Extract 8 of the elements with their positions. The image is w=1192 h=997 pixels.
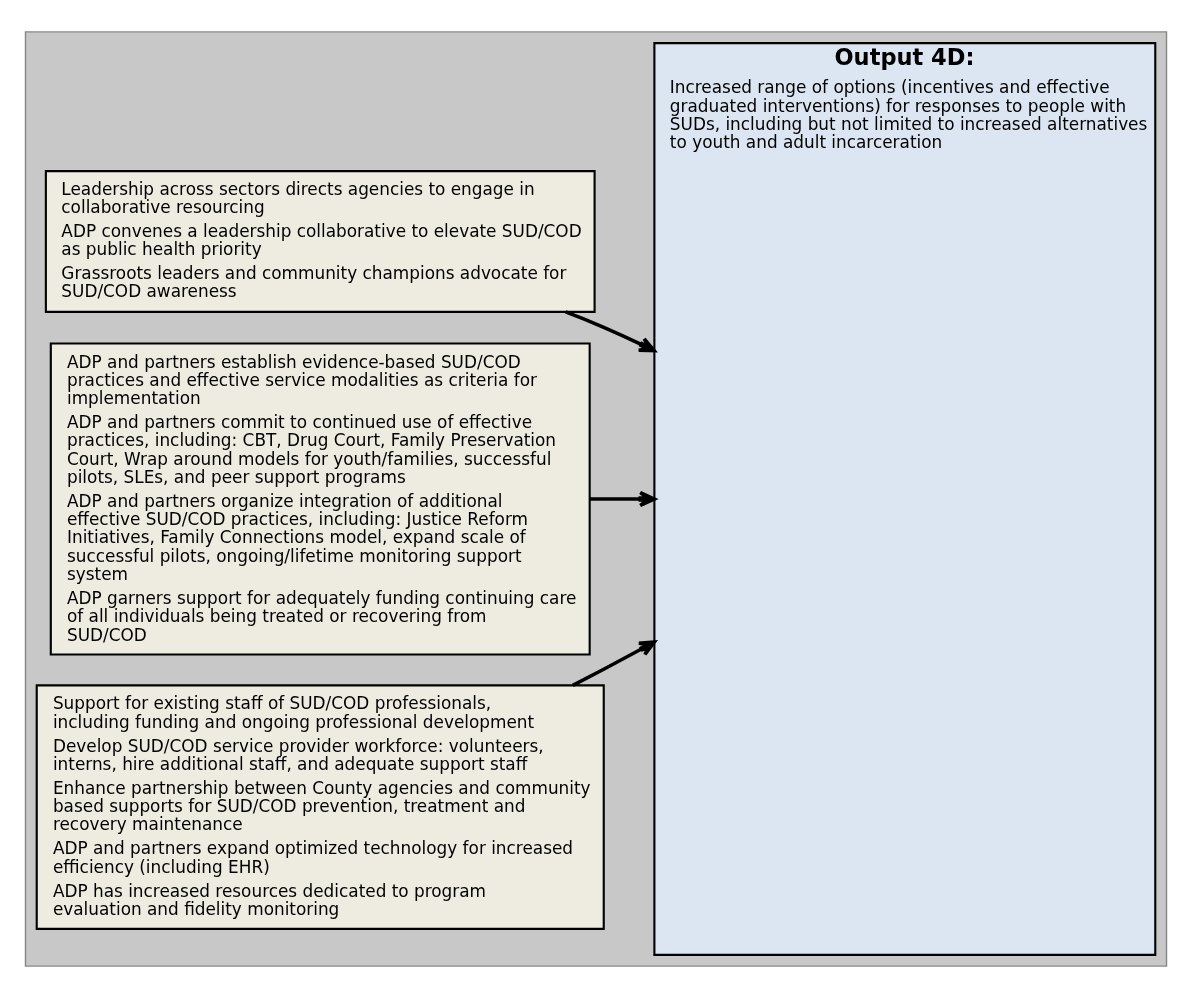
arrow: [589, 490, 657, 507]
node-box: Support for existing staff of SUD/COD professionals, including funding and ongoing professional development Develop SUD/COD service provider workforce: volunteers, interns, hire additional staff, and adequate support staff Enhance partnership between County agencies and community based supports for SUD/COD prevention, treatment and recovery maintenance ADP and partners expand optimized technology for increased efficiency (including EHR) ADP has increased resources dedicated to program evaluation and fidelity monitoring: [35, 683, 605, 930]
node-box: Leadership across sectors directs agencies to engage in collaborative resourcing ADP convenes a leadership collaborative to elevate SUD/COD as public health priority Grassroots leaders and community champions advocate for SUD/COD awareness: [44, 169, 596, 313]
arrow: [565, 309, 656, 352]
cluster: [24, 30, 1168, 967]
node-box: ADP and partners establish evidence-based SUD/COD practices and effective service modalities as criteria for implementation ADP and partners commit to continued use of effective practices, including: CBT, Drug Court, Family Preservation Court, Wrap around models for youth/families, successful pilots, SLEs, and peer support programs ADP and partners organize integration of additional effective SUD/COD practices, including: Justice Reform Initiatives, Family Connections model, expand scale of successful pilots, ongoing/lifetime monitoring support system ADP garners support for adequately funding continuing care of all individuals being treated or recovering from SUD/COD: [49, 341, 591, 656]
arrow: [571, 639, 657, 687]
node-box: Output 4D: Increased range of options (incentives and effective graduated interventions) for responses to people with SUDs, including but not limited to increased alternatives to youth and adult incarceration: [653, 41, 1157, 956]
